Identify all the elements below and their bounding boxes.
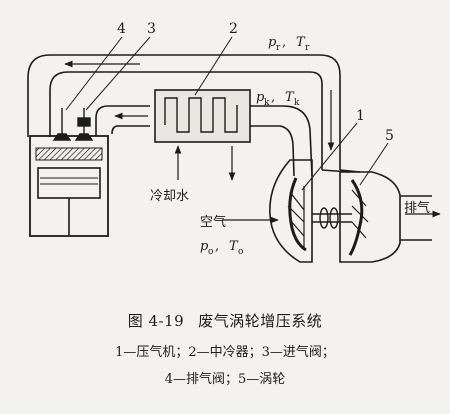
svg-text:p: p [256,90,265,105]
figure-title: 废气涡轮增压系统 [198,312,323,330]
legend-line-2: 4—排气阀；5—涡轮 [164,372,286,387]
turbo-shaft [312,207,352,229]
exhaust-state-label: p r , T r [268,35,310,53]
callout-4: 4 [117,21,126,37]
intercooler [154,89,251,143]
legend-line-1: 1—压气机；2—中冷器；3—进气阀； [115,345,335,360]
svg-text:,: , [215,239,219,254]
svg-text:T: T [285,90,295,105]
svg-text:,: , [271,90,275,105]
svg-text:T: T [296,35,306,50]
svg-text:r: r [305,43,310,53]
exhaust-outlet [400,195,432,241]
intake-duct [95,105,313,177]
piston [37,167,101,199]
svg-text:p: p [200,239,209,254]
intake-state-label: p k , T k [256,90,300,108]
svg-text:,: , [282,35,286,50]
exhaust-valve [52,108,72,141]
callout-5: 5 [385,128,394,144]
exhaust-flow-arrows [64,60,335,151]
turbine [339,171,401,263]
exhaust-manifold-duct [27,54,361,173]
svg-text:T: T [229,239,239,254]
svg-text:o: o [238,247,243,257]
svg-text:p: p [268,35,277,50]
svg-text:k: k [264,98,270,108]
exhaust-label: 排气 [404,200,430,216]
cooling-water-arrows [174,145,236,181]
svg-text:k: k [294,98,300,108]
compressor [269,159,313,263]
leader-lines [65,36,389,191]
callout-3: 3 [147,21,156,37]
callout-2: 2 [229,21,238,37]
figure-caption: 图 4-19 废气涡轮增压系统 [0,310,450,331]
intake-valve [74,108,94,141]
svg-text:o: o [208,247,213,257]
svg-text:r: r [276,43,281,53]
air-label: 空气 [200,214,226,230]
callout-1: 1 [356,108,365,124]
engine-cylinder [29,135,109,237]
figure-number: 图 4-19 [127,312,185,330]
ambient-state-label: p o , T o [200,239,243,257]
cooling-water-label: 冷却水 [150,189,189,204]
